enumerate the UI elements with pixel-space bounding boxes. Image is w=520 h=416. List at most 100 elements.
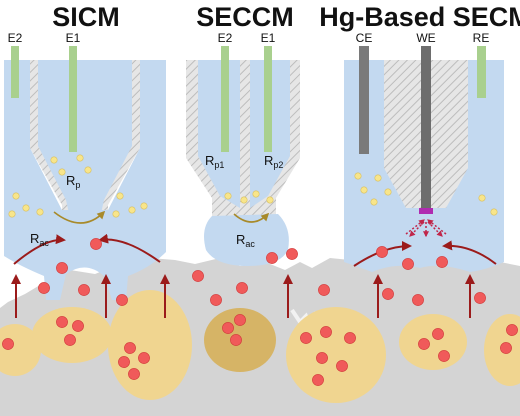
label-sicm-e1: E1 [66, 31, 81, 45]
flux-curve-arrow [98, 233, 161, 263]
hg-secm-panel [344, 46, 504, 272]
red-ion [336, 360, 348, 372]
sicm-electrode-e2 [11, 46, 19, 98]
red-ion [382, 288, 394, 300]
yellow-ion [50, 156, 58, 164]
red-ion [266, 252, 278, 264]
flux-curve-arrow [442, 240, 497, 265]
particle [399, 314, 467, 370]
red-ion [56, 316, 68, 328]
yellow-ion [12, 192, 20, 200]
red-ion [418, 338, 430, 350]
red-ion [318, 284, 330, 296]
red-ion [474, 292, 486, 304]
red-ion [320, 326, 332, 338]
label-seccm-e2: E2 [218, 31, 233, 45]
label-sicm-rac: Rac [30, 231, 49, 248]
red-ion [402, 258, 414, 270]
seccm-panel [186, 46, 300, 266]
red-ion [118, 356, 130, 368]
red-ion [124, 342, 136, 354]
red-ion [506, 324, 518, 336]
yellow-ion [224, 192, 232, 200]
label-hg-ce: CE [356, 31, 373, 45]
red-ion [90, 238, 102, 250]
red-ion [344, 332, 356, 344]
sicm-solution [4, 60, 166, 300]
flux-curve-arrow [13, 234, 66, 265]
red-ion [412, 294, 424, 306]
red-ion [38, 282, 50, 294]
yellow-ion [22, 204, 30, 212]
label-seccm-rp2: Rp2 [264, 153, 283, 170]
sicm-electrode-e1 [69, 46, 77, 152]
hg-secm-electrode-ce [359, 46, 369, 154]
yellow-ion [354, 172, 362, 180]
sicm-current-arrow [53, 210, 106, 224]
red-ion [438, 350, 450, 362]
titles: SICM SECCM Hg-Based SECM [52, 2, 520, 32]
yellow-ion [140, 202, 148, 210]
red-ion [312, 374, 324, 386]
red-ion [78, 284, 90, 296]
label-seccm-e1: E1 [261, 31, 276, 45]
seccm-electrode-e1 [264, 46, 272, 152]
red-ion [300, 332, 312, 344]
red-ion [192, 270, 204, 282]
title-hg-secm: Hg-Based SECM [319, 2, 520, 32]
label-sicm-e2: E2 [8, 31, 23, 45]
red-ion [72, 320, 84, 332]
yellow-ion [374, 174, 382, 182]
label-seccm-rac: Rac [236, 232, 255, 249]
red-ion [56, 262, 68, 274]
yellow-ion [84, 166, 92, 174]
particle [286, 307, 386, 403]
yellow-ion [240, 196, 248, 204]
red-ion [116, 294, 128, 306]
yellow-ions [8, 154, 498, 218]
red-ion [432, 328, 444, 340]
resistance-labels: Rp Rac Rp1 Rp2 Rac [30, 153, 283, 249]
yellow-ion [490, 208, 498, 216]
red-ion [436, 256, 448, 268]
ion-flux-arrows [11, 233, 497, 318]
red-ion [286, 248, 298, 260]
seccm-electrode-e2 [221, 46, 229, 152]
red-ion [138, 352, 150, 364]
yellow-ion [76, 154, 84, 162]
title-seccm: SECCM [196, 2, 294, 32]
label-hg-we: WE [416, 31, 435, 45]
yellow-ion [384, 188, 392, 196]
yellow-ion [370, 198, 378, 206]
title-sicm: SICM [52, 2, 120, 32]
hg-secm-feedback-arrows [405, 219, 447, 238]
red-ion [500, 342, 512, 354]
sicm-panel [4, 46, 166, 300]
label-seccm-rp1: Rp1 [205, 153, 224, 170]
hg-secm-electrode-re [477, 46, 486, 98]
yellow-ion [36, 208, 44, 216]
yellow-ion [116, 192, 124, 200]
hg-secm-electrode-we [421, 46, 431, 210]
yellow-ion [8, 210, 16, 218]
yellow-ion [252, 190, 260, 198]
yellow-ion [266, 196, 274, 204]
current-path-arrows [53, 210, 270, 224]
yellow-ion [58, 168, 66, 176]
red-ion [316, 352, 328, 364]
hg-secm-tip [419, 208, 433, 214]
yellow-ion [478, 194, 486, 202]
red-ion [222, 322, 234, 334]
red-ion [128, 368, 140, 380]
label-sicm-rp: Rp [66, 173, 80, 190]
seccm-current-arrow [233, 212, 270, 223]
seccm-droplet [204, 214, 289, 266]
red-ion [236, 282, 248, 294]
red-ion [230, 334, 242, 346]
red-ion [234, 314, 246, 326]
red-ions [2, 238, 518, 386]
particle [108, 290, 192, 400]
seccm-barrel-left [198, 60, 240, 208]
sicm-pipette-inner-solution [38, 60, 132, 218]
